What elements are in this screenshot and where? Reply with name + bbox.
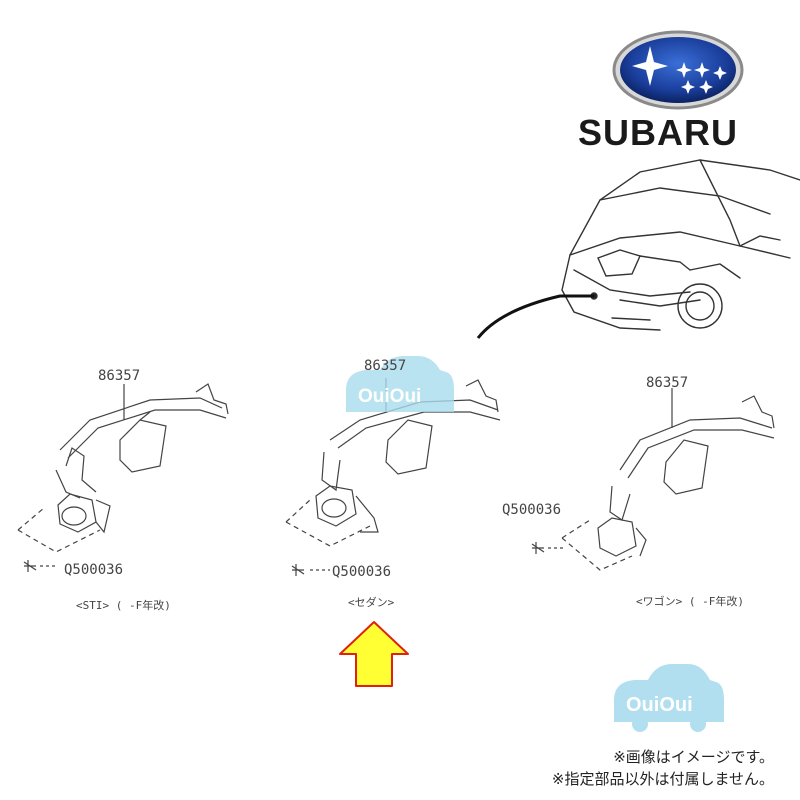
arrow-up-icon — [339, 621, 409, 687]
car-front-icon — [561, 159, 800, 331]
screw-number-label: Q500036 — [502, 502, 562, 518]
brand-name: SUBARU — [578, 112, 739, 153]
leader-line — [476, 294, 594, 339]
screw-number-label: Q500036 — [332, 564, 392, 580]
diagram-sti-harness — [17, 383, 229, 572]
watermark-text: OuiOui — [626, 694, 693, 716]
part-number-label: 86357 — [98, 368, 141, 384]
diagram-caption: <セダン> — [348, 596, 395, 609]
disclaimer-parts-note: ※指定部品以外は付属しません。 — [551, 770, 774, 788]
disclaimer-image-note: ※画像はイメージです。 — [613, 748, 774, 766]
diagram-caption: <STI> ( -F年改) — [76, 599, 171, 612]
screw-number-label: Q500036 — [64, 562, 124, 578]
watermark-car-icon — [614, 664, 724, 732]
subaru-logo-icon — [612, 30, 744, 110]
part-number-label: 86357 — [646, 375, 689, 391]
diagram-caption: <ワゴン> ( -F年改) — [636, 595, 744, 608]
diagram-wagon-harness — [531, 388, 775, 571]
watermark-text: OuiOui — [358, 386, 422, 407]
watermark-car-icon — [346, 356, 454, 412]
part-number-label: 86357 — [364, 358, 407, 374]
